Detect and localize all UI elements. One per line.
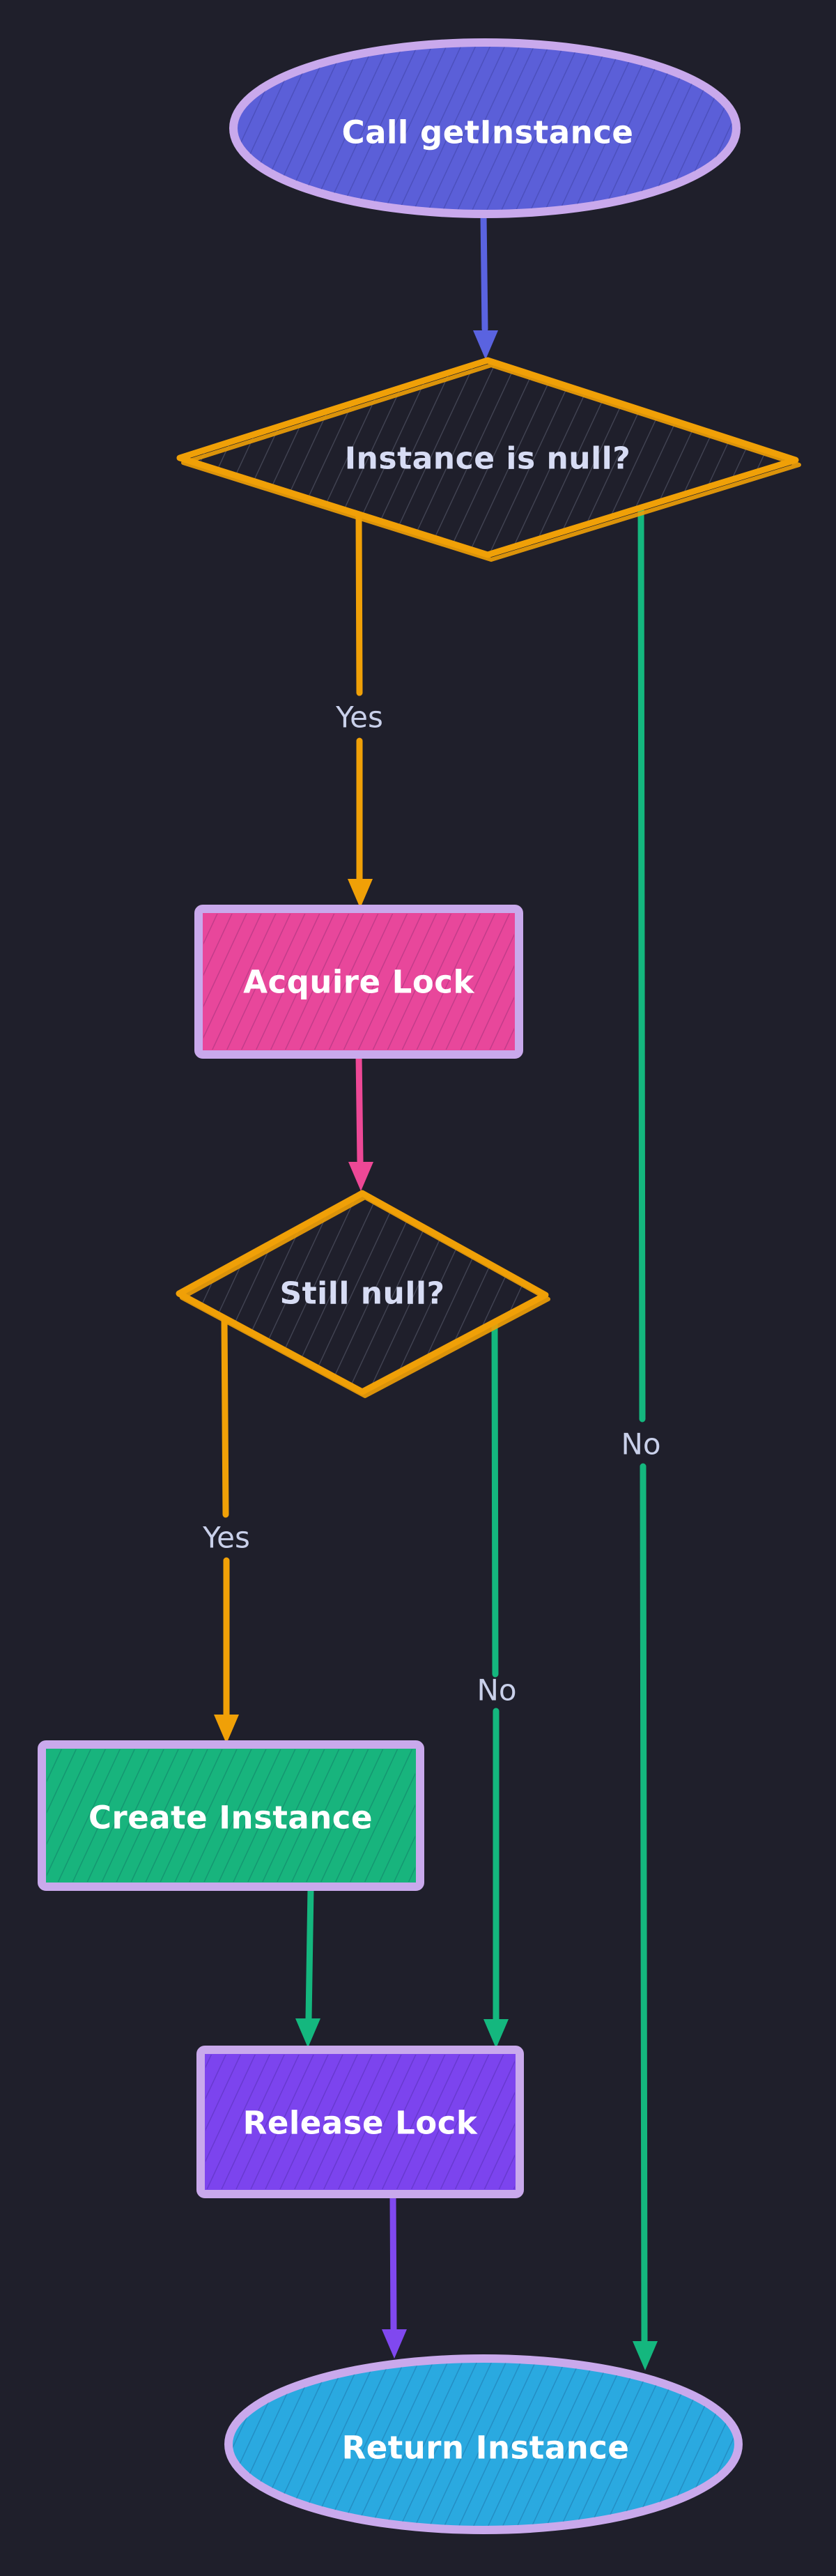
edge-start-to-decision[interactable]: [473, 213, 498, 360]
arrowhead-icon: [382, 2329, 407, 2359]
node-label: Call getInstance: [342, 114, 634, 151]
edge-no-to-return[interactable]: [633, 505, 658, 2370]
node-label: Acquire Lock: [243, 964, 474, 1001]
node-release-lock[interactable]: Release Lock: [196, 2046, 524, 2198]
diamond-border: [176, 357, 799, 558]
node-decision-still-null[interactable]: Still null?: [176, 1190, 550, 1398]
edge-label-yes: Yes: [335, 700, 383, 735]
edge-label-no: No: [621, 1427, 660, 1462]
arrow-shaft: [389, 2193, 397, 2333]
edge-yes-to-acquire-lock[interactable]: [348, 513, 373, 908]
diamond-border-echo: [180, 1195, 550, 1398]
node-create-instance[interactable]: Create Instance: [38, 1740, 424, 1891]
hatch-texture: [203, 914, 514, 1050]
edge-release-to-return[interactable]: [382, 2193, 407, 2359]
node-label: Still null?: [279, 1276, 444, 1312]
arrow-shaft: [640, 1463, 648, 2344]
node-end-ellipse[interactable]: Return Instance: [224, 2354, 743, 2534]
arrow-shaft: [355, 1052, 364, 1165]
node-acquire-lock[interactable]: Acquire Lock: [194, 905, 523, 1059]
node-label: Release Lock: [243, 2105, 478, 2142]
arrowhead-icon: [348, 879, 373, 908]
edge-label-no: No: [477, 1673, 516, 1708]
arrowhead-icon: [295, 2018, 320, 2048]
node-label: Return Instance: [342, 2430, 630, 2467]
edge-label-yes: Yes: [202, 1521, 250, 1555]
node-start-ellipse[interactable]: Call getInstance: [229, 38, 741, 218]
arrow-shaft: [221, 1315, 229, 1518]
edge-yes-to-create[interactable]: [214, 1315, 239, 1744]
hatch-texture: [47, 1749, 415, 1882]
arrowhead-icon: [483, 2019, 509, 2048]
diamond-border-echo: [181, 363, 801, 562]
arrow-shaft: [305, 1885, 314, 2022]
arrowhead-icon: [473, 330, 498, 360]
hatch-texture: [206, 2055, 515, 2189]
arrowhead-icon: [214, 1715, 239, 1744]
edge-acquire-to-still-null[interactable]: [348, 1052, 373, 1191]
arrowhead-icon: [348, 1162, 373, 1191]
edge-create-to-release[interactable]: [295, 1885, 320, 2048]
arrow-shaft: [637, 505, 646, 1423]
diamond-border: [176, 1190, 549, 1395]
hatch-texture: [233, 2363, 734, 2526]
node-label: Instance is null?: [345, 441, 631, 477]
edge-no-to-release[interactable]: [483, 1319, 509, 2048]
node-label: Create Instance: [88, 1800, 373, 1837]
arrowhead-icon: [633, 2341, 658, 2370]
hatch-texture: [238, 47, 732, 210]
node-decision-instance-null[interactable]: Instance is null?: [176, 357, 801, 562]
arrow-shaft: [480, 213, 488, 332]
